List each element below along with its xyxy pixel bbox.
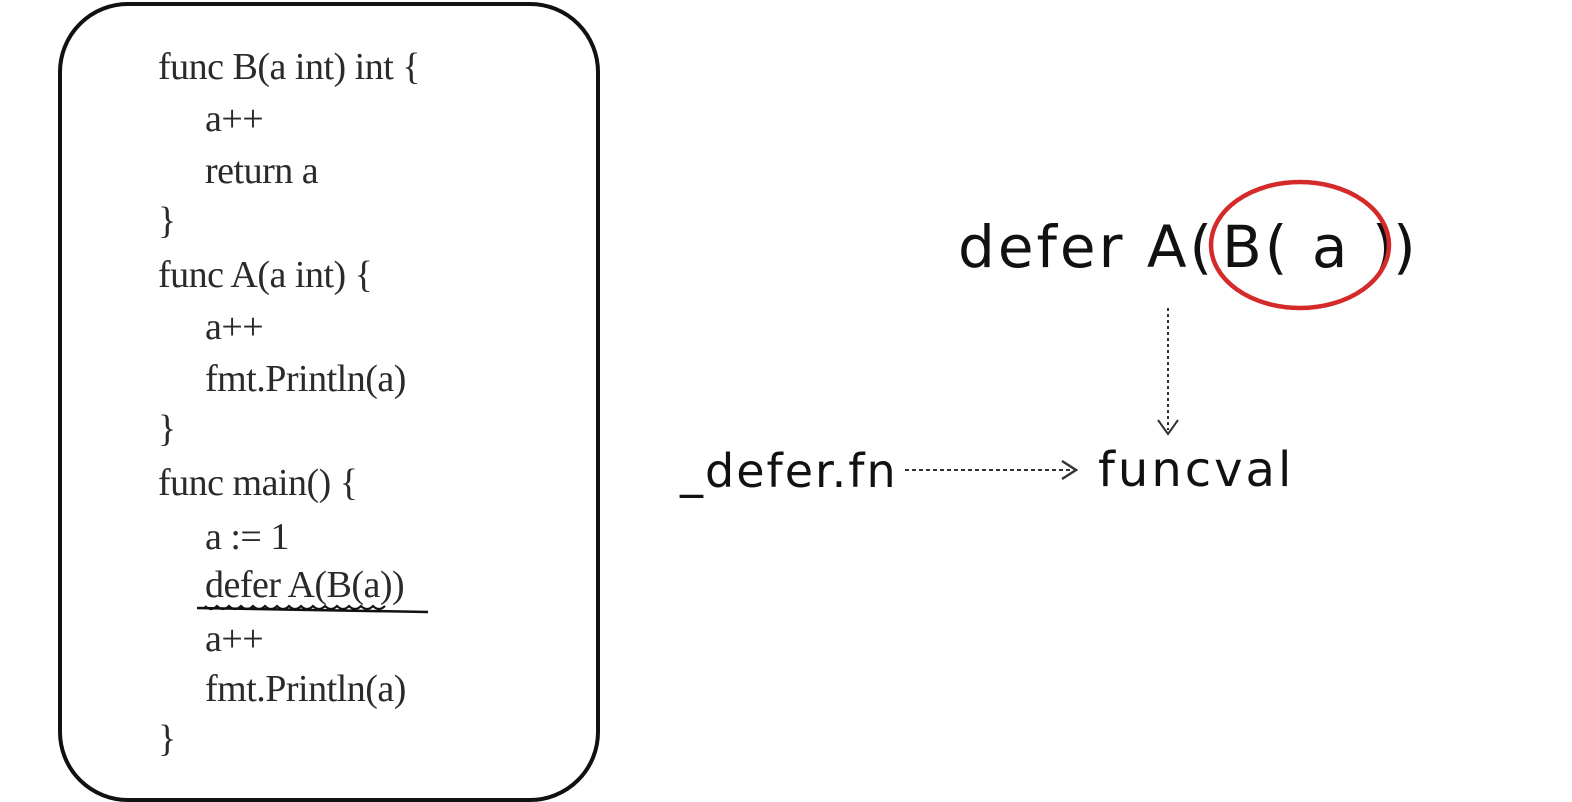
code-line: a++ <box>205 618 264 660</box>
code-line: func A(a int) { <box>158 254 373 296</box>
funcval-label: funcval <box>1098 442 1295 498</box>
code-line: return a <box>205 150 319 192</box>
code-line: } <box>158 408 176 450</box>
code-line: func main() { <box>158 462 358 504</box>
code-line: fmt.Println(a) <box>205 668 406 710</box>
down-arrowhead-icon <box>1157 419 1179 436</box>
code-line: a := 1 <box>205 516 289 558</box>
inner-call-b: B( a ) <box>1222 213 1398 281</box>
defer-expression-prefix: defer A( <box>958 213 1216 281</box>
code-line: a++ <box>205 98 264 140</box>
code-line: a++ <box>205 306 264 348</box>
code-line: } <box>158 718 176 760</box>
right-arrowhead-icon <box>1061 459 1079 481</box>
code-line: } <box>158 200 176 242</box>
code-line: fmt.Println(a) <box>205 358 406 400</box>
closing-paren: ) <box>1393 213 1416 281</box>
defer-fn-label: _defer.fn <box>680 444 898 498</box>
code-line: func B(a int) int { <box>158 46 421 88</box>
highlighted-defer-line: defer A(B(a)) <box>205 564 405 606</box>
